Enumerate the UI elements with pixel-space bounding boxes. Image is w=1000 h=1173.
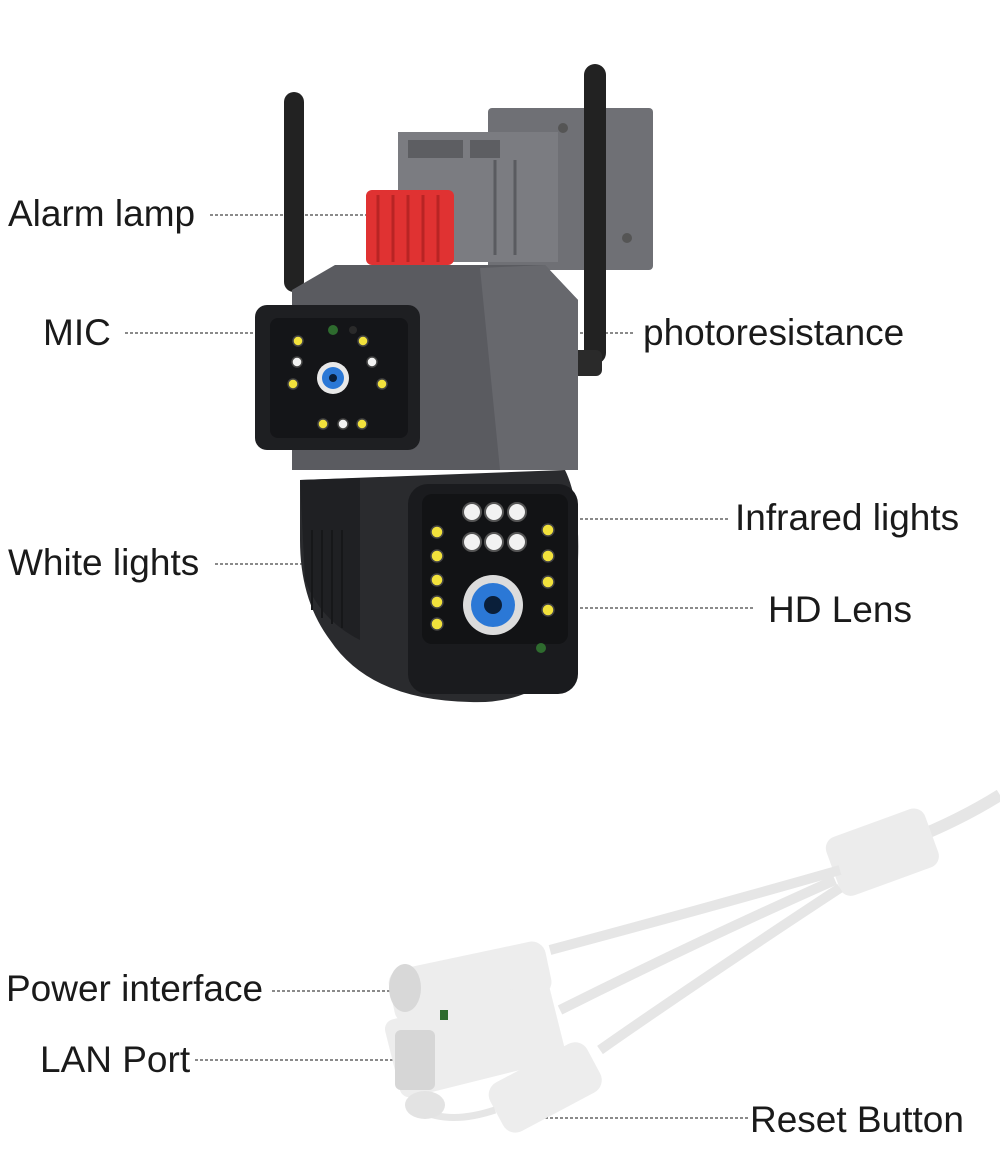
lan-connector — [384, 982, 566, 1098]
cable-assembly — [384, 789, 1000, 1133]
upper-housing — [255, 265, 578, 470]
label-power-interface: Power interface — [6, 968, 264, 1009]
antenna-left — [284, 92, 304, 292]
mic-hole — [328, 325, 338, 335]
photoresistor — [349, 326, 357, 334]
label-mic: MIC — [43, 312, 111, 353]
power-connector — [388, 941, 552, 1024]
label-reset-button: Reset Button — [750, 1099, 964, 1140]
label-photoresistance: photoresistance — [643, 312, 905, 353]
lower-dome — [300, 470, 579, 703]
reset-connector — [405, 1042, 602, 1133]
label-white-lights: White lights — [8, 542, 200, 583]
label-infrared-lights: Infrared lights — [735, 497, 960, 538]
alarm-lamp — [366, 190, 454, 265]
label-alarm-lamp: Alarm lamp — [8, 193, 196, 234]
label-hd-lens: HD Lens — [768, 589, 912, 630]
label-lan-port: LAN Port — [40, 1039, 191, 1080]
